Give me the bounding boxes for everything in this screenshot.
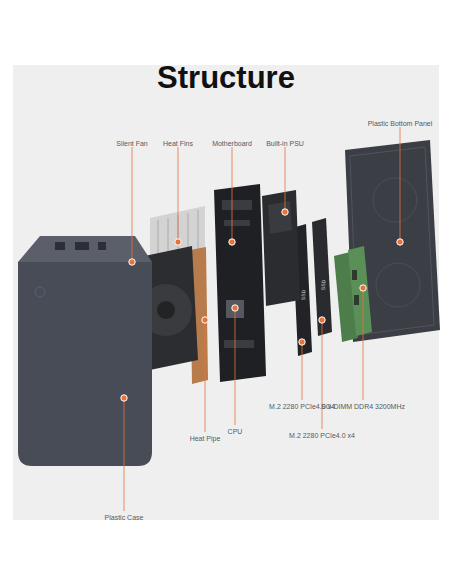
part-label: Plastic Bottom Panel bbox=[368, 119, 433, 128]
part-label: CPU bbox=[228, 427, 243, 436]
leader-lines bbox=[124, 127, 400, 511]
ram-sticks bbox=[334, 246, 372, 342]
case-shape bbox=[18, 236, 152, 466]
ssd-marking: SSD bbox=[320, 280, 326, 290]
part-label: Heat Fins bbox=[163, 139, 193, 148]
title: Structure bbox=[0, 60, 452, 96]
part-label: Built-in PSU bbox=[266, 139, 304, 148]
motherboard-shape bbox=[214, 184, 266, 382]
part-label: M.2 2280 PCIe4.0 x4 bbox=[289, 431, 355, 440]
part-label: Motherboard bbox=[212, 139, 252, 148]
part-label: SO-DIMM DDR4 3200MHz bbox=[321, 402, 405, 411]
background-panel bbox=[13, 65, 439, 520]
part-label: Heat Pipe bbox=[190, 434, 221, 443]
leader-dots bbox=[121, 209, 403, 401]
ssd-marking: SSD bbox=[300, 290, 306, 300]
part-label: Plastic Case bbox=[105, 513, 144, 522]
part-label: Silent Fan bbox=[116, 139, 148, 148]
psu-shape bbox=[262, 190, 300, 306]
bottom-panel-shape bbox=[345, 140, 440, 342]
